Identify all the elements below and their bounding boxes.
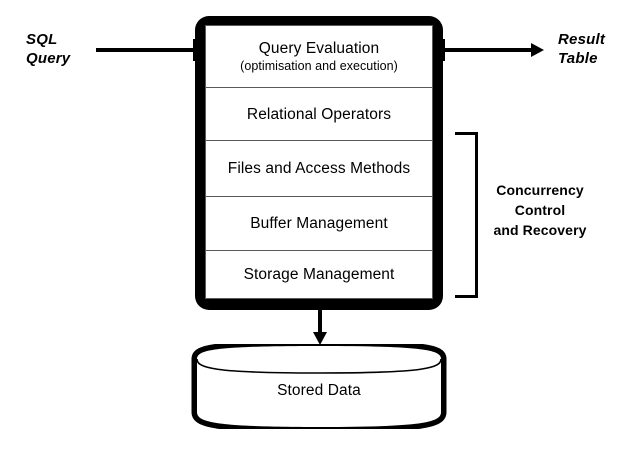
database-cylinder-icon bbox=[191, 344, 447, 429]
engine-layer-files-and-access-methods[interactable]: Files and Access Methods bbox=[206, 141, 432, 197]
dbms-engine-box: Query Evaluation (optimisation and execu… bbox=[195, 16, 443, 310]
right-brace-bracket-icon bbox=[455, 132, 478, 298]
engine-layer-relational-operators[interactable]: Relational Operators bbox=[206, 88, 432, 141]
layer-title: Storage Management bbox=[243, 266, 395, 283]
concurrency-control-label: Concurrency Control and Recovery bbox=[493, 182, 587, 238]
output-arrow-line bbox=[443, 48, 533, 52]
layer-title: Query Evaluation bbox=[258, 40, 380, 57]
engine-layer-stack: Query Evaluation (optimisation and execu… bbox=[205, 25, 433, 299]
layer-title: Buffer Management bbox=[250, 215, 388, 232]
arrow-down-icon bbox=[313, 332, 327, 345]
stored-data-label: Stored Data bbox=[277, 382, 361, 399]
engine-layer-storage-management[interactable]: Storage Management bbox=[206, 251, 432, 298]
storage-arrow-line bbox=[318, 310, 322, 337]
arrow-right-icon bbox=[531, 43, 544, 57]
layer-title: Files and Access Methods bbox=[227, 160, 411, 177]
engine-layer-query-evaluation[interactable]: Query Evaluation (optimisation and execu… bbox=[206, 26, 432, 88]
stored-data-cylinder[interactable]: Stored Data bbox=[191, 344, 447, 429]
layer-subtitle: (optimisation and execution) bbox=[240, 59, 398, 73]
result-table-label: Result Table bbox=[558, 31, 606, 67]
layer-title: Relational Operators bbox=[246, 105, 392, 123]
input-arrow-line bbox=[96, 48, 197, 52]
sql-query-label: SQL Query bbox=[26, 31, 71, 67]
engine-layer-buffer-management[interactable]: Buffer Management bbox=[206, 197, 432, 251]
